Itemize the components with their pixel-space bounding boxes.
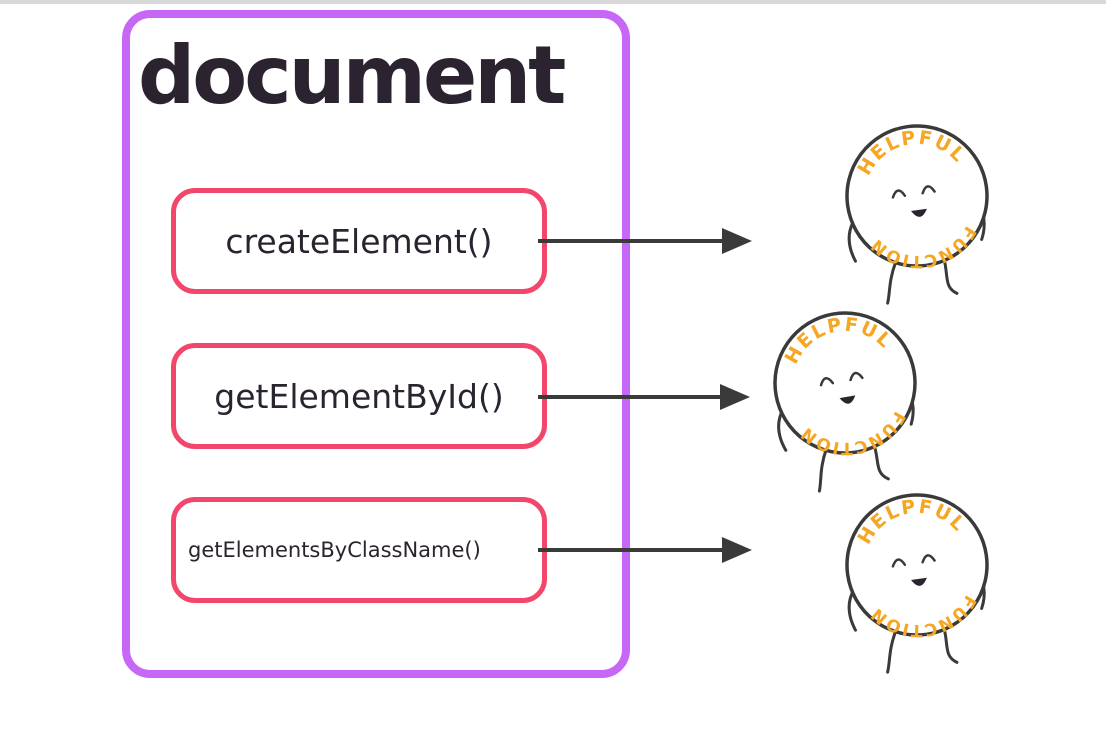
arrow-1: [538, 228, 752, 254]
method-get-element-by-id: getElementById(): [171, 343, 547, 449]
helpful-function-icon: HELPFUL FUNCTION: [832, 115, 1003, 309]
arrow-3: [538, 537, 752, 563]
helpful-function-icon: HELPFUL FUNCTION: [832, 484, 1003, 678]
document-container: [122, 10, 630, 678]
top-divider: [0, 0, 1106, 4]
document-title: document: [138, 29, 566, 122]
helpful-function-icon: HELPFUL FUNCTION: [758, 300, 934, 498]
arrow-2: [538, 384, 750, 410]
